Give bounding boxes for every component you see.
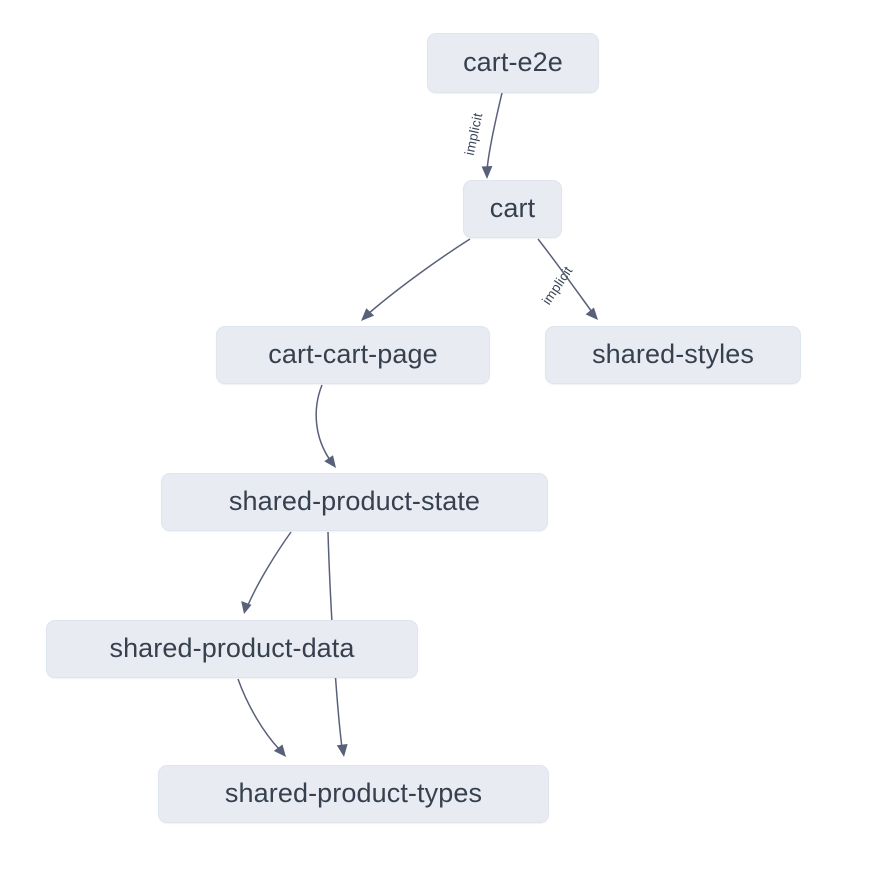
edge-cart-e2e-to-cart: implicit <box>462 92 503 179</box>
node-label: shared-product-state <box>228 485 481 516</box>
graph-node-cart-e2e[interactable]: cart-e2e <box>427 33 599 93</box>
graph-node-shared-product-types[interactable]: shared-product-types <box>158 765 549 823</box>
arrow-head <box>324 455 336 468</box>
arrow-head <box>481 166 493 179</box>
node-label: cart <box>489 192 536 223</box>
graph-node-cart[interactable]: cart <box>463 180 562 238</box>
node-label: shared-product-types <box>224 777 483 808</box>
arrow-head <box>585 307 598 320</box>
edge-shared-product-data-to-shared-product-types <box>237 678 286 757</box>
node-label: cart-e2e <box>463 46 563 77</box>
edge-path <box>315 384 331 461</box>
edge-shared-product-state-to-shared-product-data <box>241 531 292 614</box>
arrow-head <box>273 744 286 757</box>
edge-path <box>367 238 471 315</box>
graph-node-shared-product-data[interactable]: shared-product-data <box>46 620 418 678</box>
edge-cart-cart-page-to-shared-product-state <box>315 384 336 468</box>
edge-label-implicit-1: implicit <box>462 112 486 157</box>
arrow-head <box>336 744 348 757</box>
arrow-head <box>361 308 375 321</box>
node-label: cart-cart-page <box>268 338 438 369</box>
edge-cart-to-cart-cart-page <box>361 238 471 321</box>
edge-path <box>237 678 280 750</box>
node-label: shared-product-data <box>109 632 355 663</box>
node-label: shared-styles <box>592 338 754 369</box>
edge-path <box>537 238 593 313</box>
graph-node-shared-product-state[interactable]: shared-product-state <box>161 473 548 531</box>
edge-cart-to-shared-styles: implicit <box>537 238 598 320</box>
graph-node-cart-cart-page[interactable]: cart-cart-page <box>216 326 490 384</box>
edge-label-implicit-2: implicit <box>539 263 575 307</box>
edge-path <box>486 92 503 171</box>
edge-path <box>247 531 292 606</box>
graph-node-shared-styles[interactable]: shared-styles <box>545 326 801 384</box>
arrow-head <box>241 601 252 614</box>
